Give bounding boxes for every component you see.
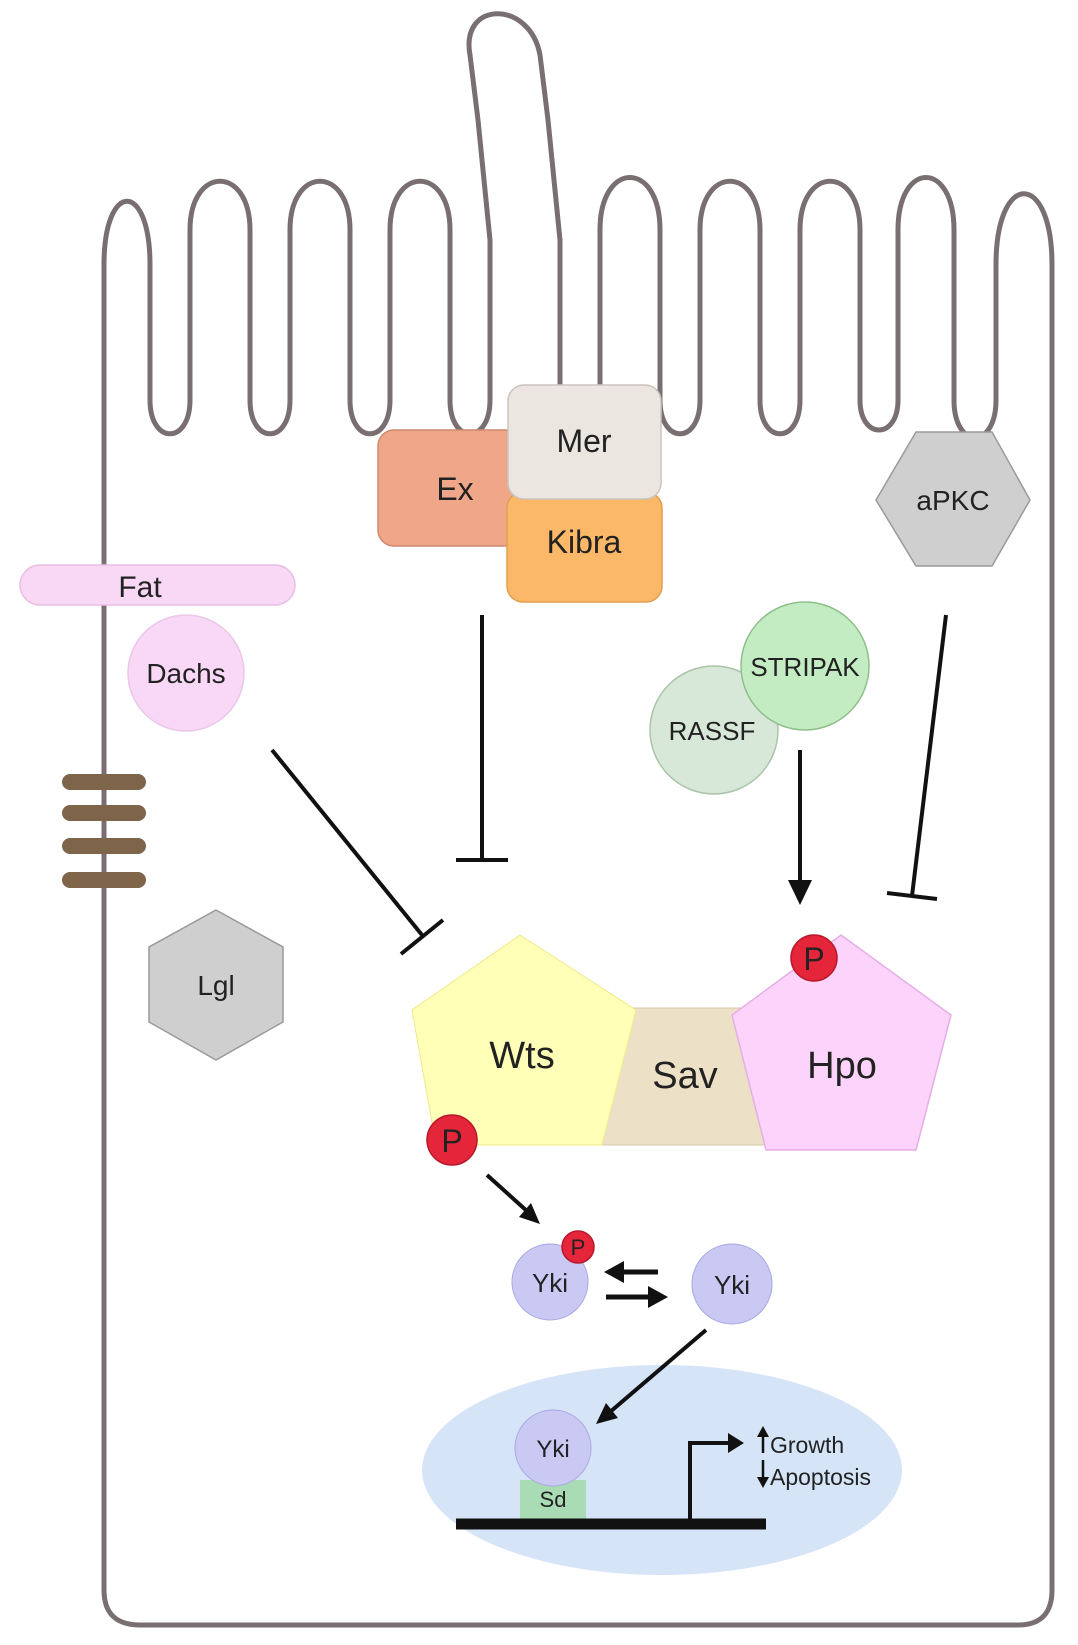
sav-label: Sav — [652, 1055, 717, 1097]
yki-phospho-node — [511, 1243, 589, 1321]
sd-node — [520, 1480, 586, 1520]
yki-phospho-label: Yki — [532, 1268, 568, 1298]
wts-node — [411, 934, 637, 1146]
growth-output: Growth — [757, 1426, 844, 1458]
yki-nuclear-node — [514, 1409, 592, 1487]
fat-label: Fat — [118, 571, 162, 604]
wts-phospho-badge — [426, 1114, 478, 1166]
hpo-label: Hpo — [807, 1045, 877, 1087]
yki-phospho-badge-label: P — [571, 1235, 586, 1260]
mer-label: Mer — [556, 423, 611, 459]
cell-membrane — [101, 11, 1055, 1628]
fat-receptor — [19, 564, 296, 606]
transcription-arrow — [688, 1433, 744, 1519]
apoptosis-output: Apoptosis — [757, 1460, 871, 1490]
yki-nuclear-label: Yki — [536, 1436, 569, 1463]
apoptosis-label: Apoptosis — [770, 1464, 871, 1490]
wts-phospho-label: P — [441, 1123, 462, 1159]
stripak-node — [740, 601, 870, 731]
rassf-label: RASSF — [669, 716, 756, 746]
yki-equilibrium-arrows — [604, 1261, 668, 1308]
yki-label: Yki — [714, 1270, 750, 1300]
yki-phospho-badge — [561, 1230, 595, 1264]
sd-label: Sd — [540, 1487, 567, 1512]
lgl-node — [148, 909, 284, 1061]
growth-label: Growth — [770, 1432, 844, 1458]
dachs-inhibition-edge — [270, 748, 445, 956]
dachs-node — [127, 614, 245, 732]
dachs-label: Dachs — [146, 658, 225, 689]
wts-to-yki-edge — [485, 1173, 540, 1224]
ex-label: Ex — [436, 471, 473, 507]
hpo-phospho-badge — [790, 934, 838, 982]
hpo-node — [731, 934, 952, 1151]
apkc-node — [875, 431, 1031, 567]
yki-node — [691, 1243, 773, 1325]
stripak-activation-edge — [788, 750, 812, 905]
lgl-label: Lgl — [197, 970, 234, 1001]
apkc-inhibition-edge — [886, 614, 948, 901]
stripak-label: STRIPAK — [750, 652, 860, 682]
junction-bars — [62, 774, 146, 888]
rassf-node — [649, 665, 779, 795]
wts-label: Wts — [489, 1035, 554, 1077]
ex-inhibition-edge — [456, 615, 508, 862]
kibra-label: Kibra — [547, 524, 622, 560]
hpo-phospho-label: P — [803, 941, 824, 977]
yki-to-nucleus-edge — [596, 1328, 708, 1424]
mer-node — [507, 384, 662, 500]
apkc-label: aPKC — [916, 485, 989, 516]
